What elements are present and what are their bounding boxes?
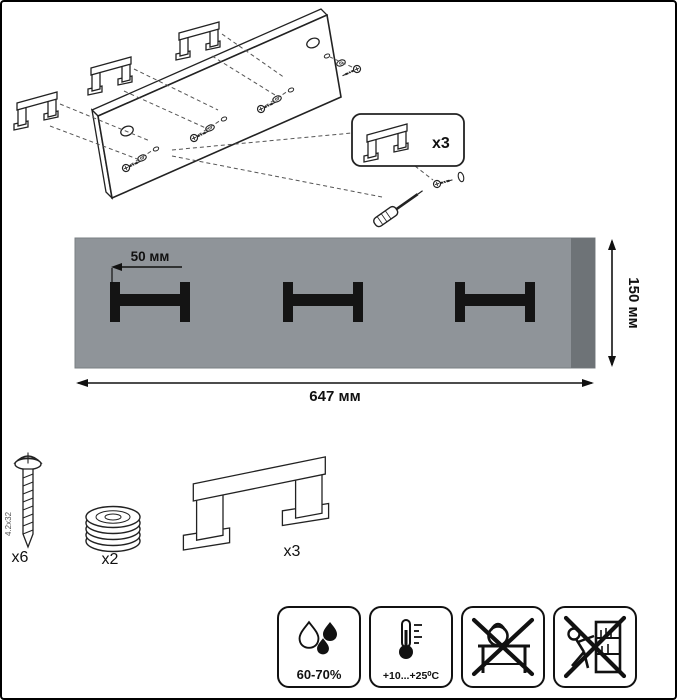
hook-icon [87, 56, 133, 96]
screw-icon [431, 175, 455, 190]
screw-part-icon [13, 452, 43, 549]
no-heavy-objects-infobox [461, 606, 545, 688]
pilot-hole [220, 116, 228, 122]
no-pulling-infobox [553, 606, 637, 688]
screwdriver-icon [370, 185, 427, 230]
parts-list: 4.2x32 x6 x2 x3 [4, 452, 329, 568]
screw-size-label: 4.2x32 [4, 511, 13, 536]
panel-front-view [74, 237, 596, 369]
hook-icon [13, 91, 59, 131]
thermometer-icon [399, 619, 422, 660]
dimension-height: 150 мм [608, 239, 642, 367]
panel-edge [571, 238, 595, 368]
humidity-value: 60-70% [296, 667, 342, 682]
hook-count-label: x3 [284, 543, 301, 560]
mounting-hole [306, 37, 320, 49]
humidity-infobox: 60-70% [277, 606, 361, 688]
screw-count-label: x6 [12, 549, 29, 566]
washer-count-label: x2 [102, 551, 119, 568]
temperature-value: +10...+25⁰C [382, 669, 440, 682]
mounting-hole [120, 125, 134, 137]
dimension-height-label: 150 мм [625, 277, 642, 328]
dimension-offset-label: 50 мм [131, 249, 170, 264]
hook-part-icon [183, 457, 328, 550]
pilot-hole [287, 87, 295, 93]
exploded-view: x3 [13, 8, 465, 230]
no-heavy-objects-icon [471, 617, 535, 677]
board-isometric [90, 8, 342, 200]
washer-icon [457, 171, 465, 183]
dimension-width-label: 647 мм [309, 388, 360, 405]
hardware-callout: x3 [351, 113, 465, 230]
temperature-infobox: +10...+25⁰C [369, 606, 453, 688]
leader-lines [49, 33, 434, 198]
dimension-width: 647 мм [76, 379, 594, 405]
callout-count-label: x3 [432, 135, 450, 152]
pilot-hole [152, 146, 160, 152]
hook-icon [175, 21, 221, 61]
no-pulling-icon [563, 615, 627, 679]
washer-part-icon [85, 505, 141, 553]
pilot-hole [323, 53, 331, 59]
dimension-offset: 50 мм [111, 249, 182, 284]
humidity-icon [298, 621, 337, 655]
